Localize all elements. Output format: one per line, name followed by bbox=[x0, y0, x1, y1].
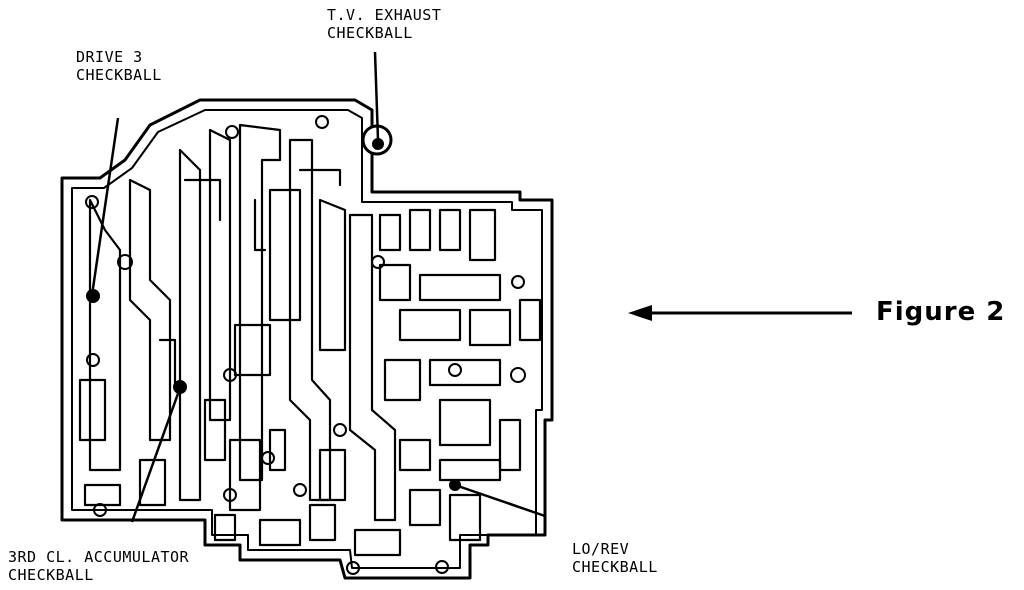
drive3-leader bbox=[90, 117, 120, 296]
lo-rev-label-line2: CHECKBALL bbox=[572, 558, 658, 576]
valve-body-inner-outline bbox=[71, 109, 543, 569]
valve-body-outline bbox=[60, 98, 554, 580]
lo-rev-label: LO/REV CHECKBALL bbox=[572, 540, 658, 576]
third-accumulator-label-line1: 3RD CL. ACCUMULATOR bbox=[8, 548, 190, 566]
lo-rev-label-line1: LO/REV bbox=[572, 540, 630, 558]
tv-exhaust-label-line2: CHECKBALL bbox=[327, 24, 413, 42]
figure-arrow bbox=[628, 305, 852, 321]
third-accumulator-label-line2: CHECKBALL bbox=[8, 566, 94, 584]
figure-label: Figure 2 bbox=[876, 297, 1006, 327]
third-accumulator-label: 3RD CL. ACCUMULATOR CHECKBALL bbox=[8, 548, 189, 584]
tv-exhaust-label: T.V. EXHAUST CHECKBALL bbox=[327, 6, 441, 42]
drive3-label-line1: DRIVE 3 bbox=[76, 48, 143, 66]
checkball-markers bbox=[86, 124, 461, 491]
tv-exhaust-label-line1: T.V. EXHAUST bbox=[327, 6, 442, 24]
drive3-label: DRIVE 3 CHECKBALL bbox=[76, 48, 162, 84]
third-accumulator-leader bbox=[130, 387, 182, 523]
third-accumulator-checkball bbox=[173, 380, 187, 394]
lo-rev-leader bbox=[454, 483, 546, 518]
drive3-label-line2: CHECKBALL bbox=[76, 66, 162, 84]
drive3-checkball bbox=[86, 289, 100, 303]
tv-exhaust-leader bbox=[373, 51, 380, 141]
